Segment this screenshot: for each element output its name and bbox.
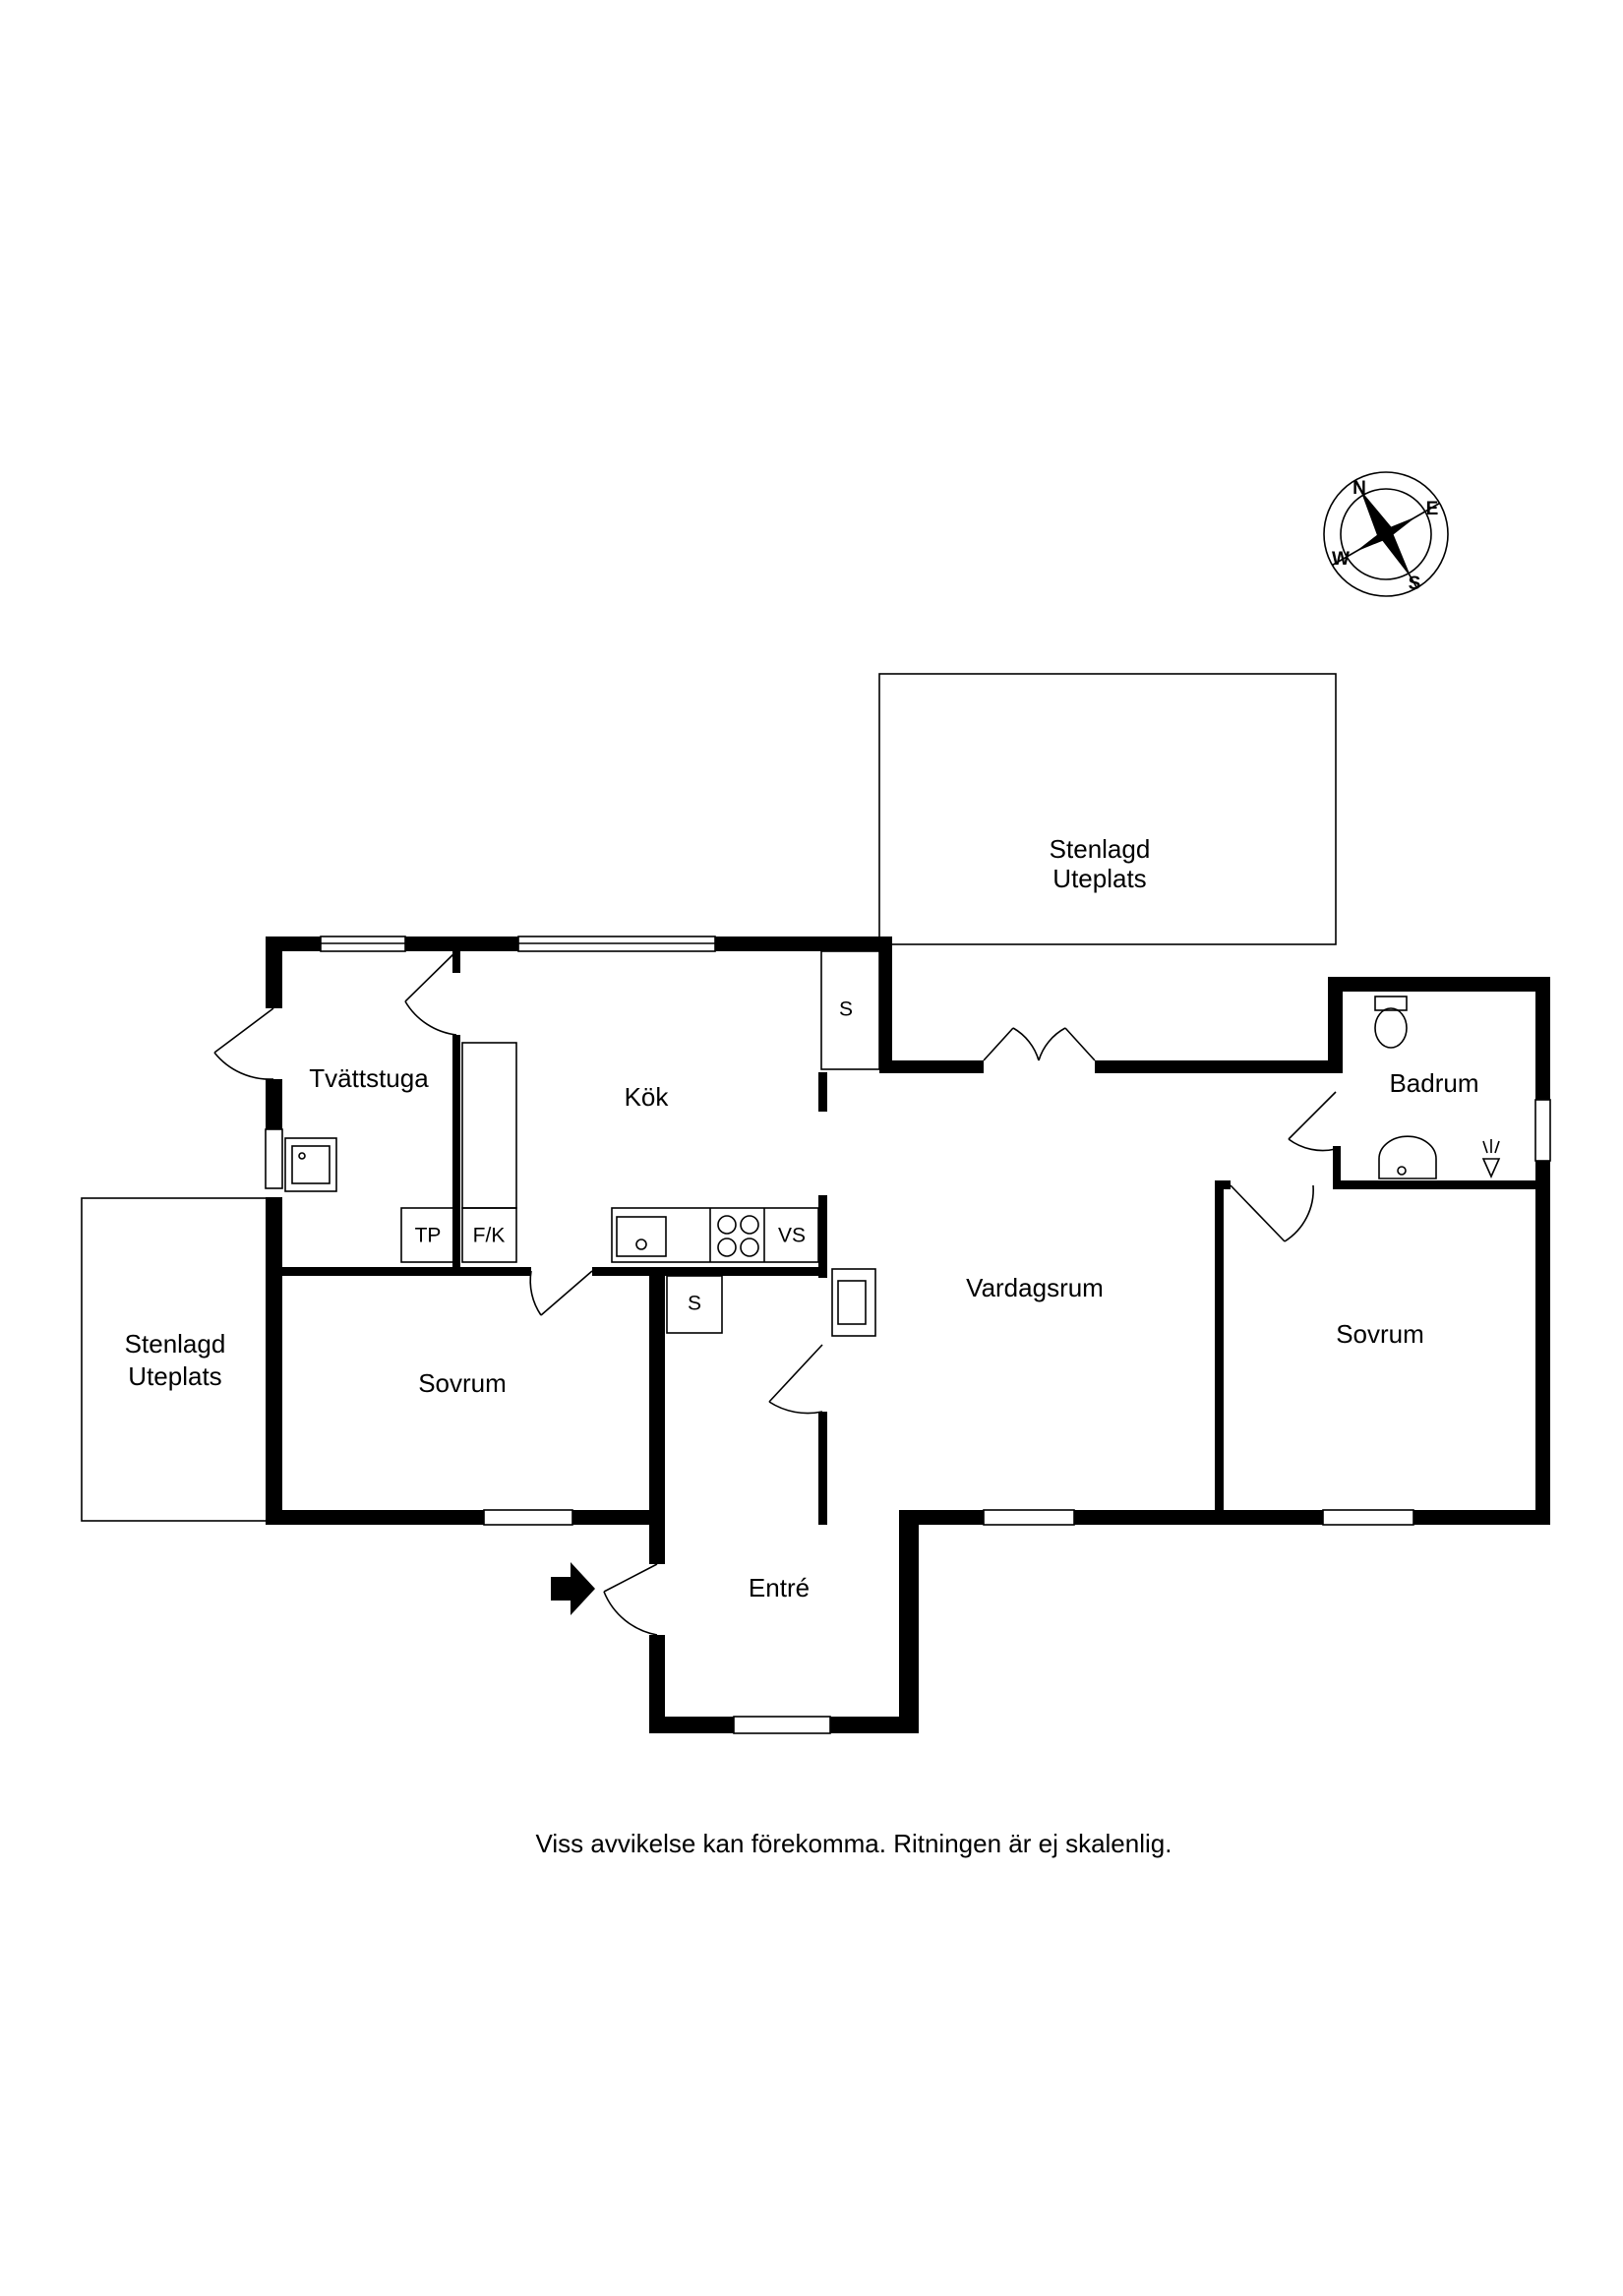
shower-icon (1481, 1139, 1501, 1178)
terrace-top-label-1: Stenlagd (1050, 834, 1151, 864)
terrace-left-label-1: Stenlagd (125, 1329, 226, 1359)
room-label-entre: Entré (749, 1573, 810, 1602)
terrace-left-label-2: Uteplats (128, 1361, 221, 1391)
room-label-vardagsrum: Vardagsrum (966, 1273, 1104, 1302)
disclaimer-text: Viss avvikelse kan förekomma. Ritningen … (536, 1829, 1172, 1858)
compass-s: S (1409, 574, 1421, 594)
terrace-top: Stenlagd Uteplats (878, 673, 1337, 945)
toilet-icon (1374, 996, 1408, 1049)
terrace-left: Stenlagd Uteplats (81, 1197, 270, 1522)
washbasin-icon (1378, 1135, 1437, 1179)
storage-kok-label: S (839, 998, 853, 1021)
interior-walls (266, 951, 1550, 1525)
room-label-tvattstuga: Tvättstuga (309, 1063, 429, 1093)
compass-w: W (1332, 549, 1350, 570)
tp-label: TP (415, 1225, 442, 1247)
fk-label: F/K (473, 1225, 506, 1247)
storage-entre (666, 1275, 723, 1334)
compass-rose-icon: N E S W (1323, 471, 1449, 597)
fireplace-icon (831, 1268, 876, 1337)
windows (265, 936, 1551, 1734)
room-label-kok: Kök (625, 1082, 670, 1112)
compass-n: N (1352, 478, 1366, 499)
laundry-sink-icon (284, 1137, 337, 1192)
room-label-sovrum-right: Sovrum (1336, 1319, 1424, 1349)
room-label-badrum: Badrum (1389, 1068, 1478, 1098)
terrace-top-label-2: Uteplats (1052, 864, 1146, 893)
kitchen-fixtures: VS TP F/K S (400, 950, 880, 1263)
room-label-sovrum-left: Sovrum (418, 1368, 507, 1398)
storage-entre-label: S (688, 1293, 701, 1315)
doors (213, 950, 1337, 1636)
entrance-arrow-icon (551, 1562, 595, 1615)
compass-e: E (1426, 499, 1439, 519)
vs-label: VS (778, 1225, 806, 1247)
